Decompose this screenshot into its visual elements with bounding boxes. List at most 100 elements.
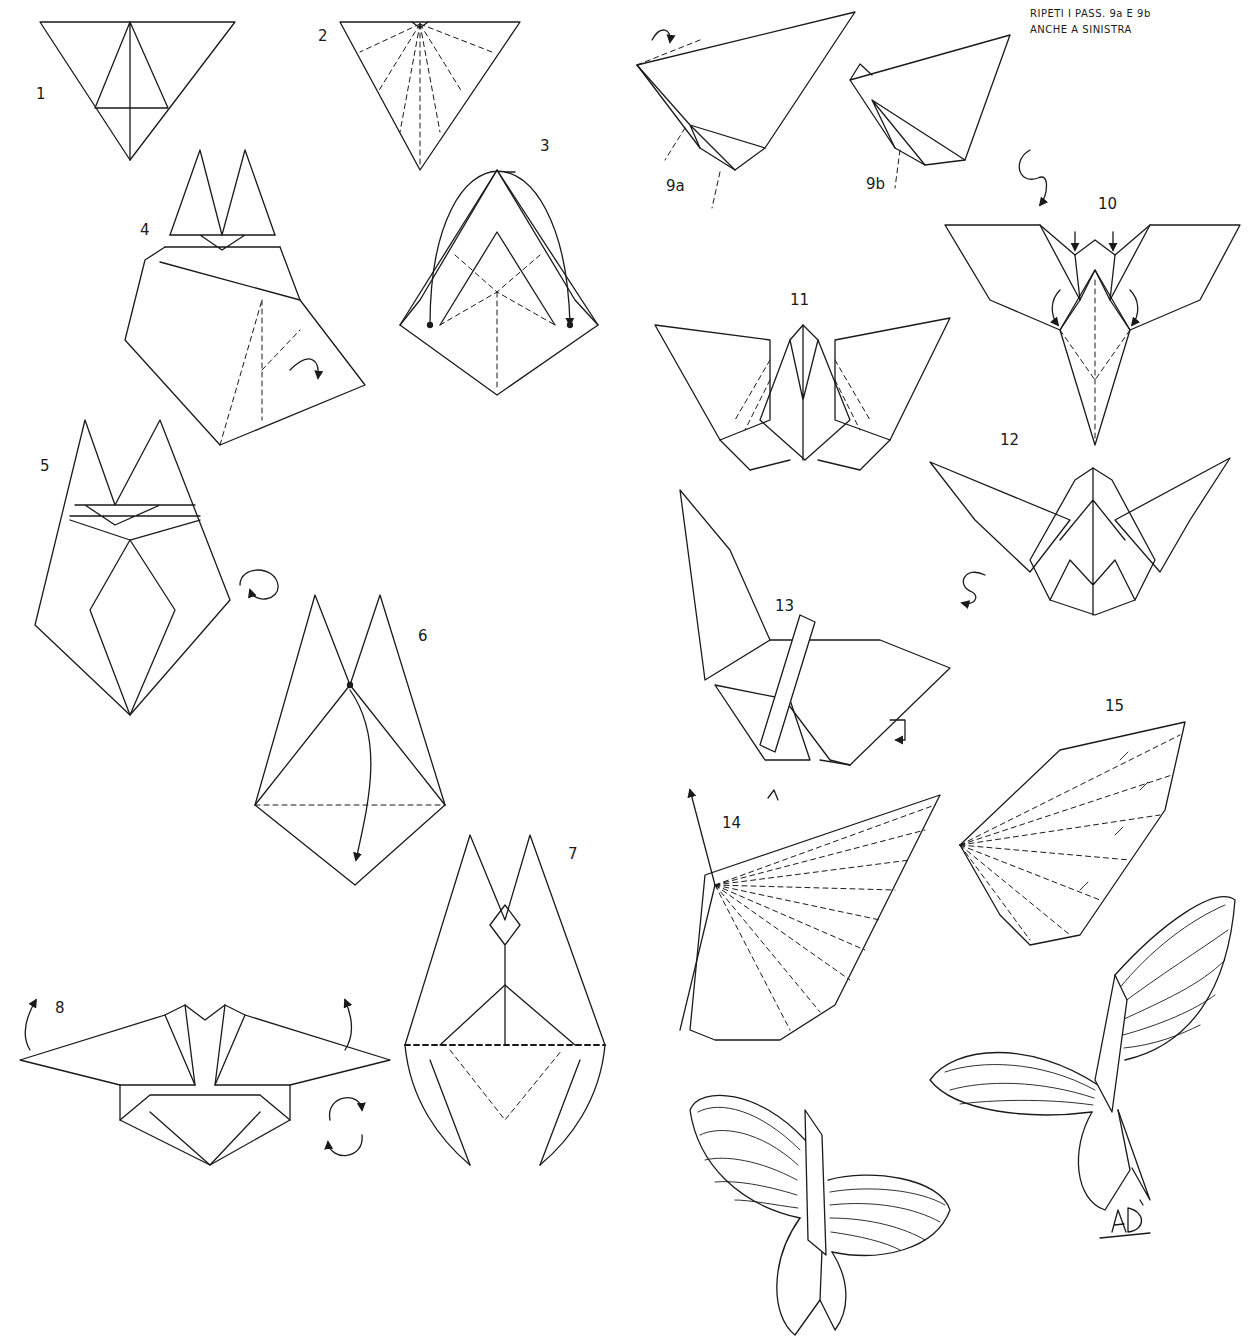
- step-11-figure: [655, 318, 950, 470]
- step-7-figure: [405, 835, 605, 1165]
- step-3-figure-stroke: [505, 171, 515, 172]
- step-7-figure-stroke: [430, 1060, 580, 1165]
- step-12-figure: [930, 458, 1230, 615]
- step-4-figure-stroke: [220, 300, 300, 445]
- finished-butterfly: [690, 1095, 950, 1335]
- step-14-figure-stroke: [690, 795, 940, 1040]
- step-3-figure-stroke: [428, 323, 433, 328]
- step-number: 9b: [866, 176, 885, 193]
- step-14-figure-stroke: [768, 790, 778, 800]
- step-15-figure-stroke: [960, 735, 1180, 940]
- step-11-figure-stroke: [760, 325, 850, 460]
- step-number: 15: [1105, 698, 1124, 715]
- step-number: 7: [568, 846, 578, 863]
- step-10-figure-stroke: [1074, 232, 1075, 250]
- finished-butterfly-stroke: [690, 1095, 805, 1218]
- finished-butterfly-stroke: [698, 1107, 800, 1208]
- signature-stroke: [1128, 1208, 1142, 1232]
- finished-butterfly-stroke: [1118, 905, 1228, 1048]
- finished-butterfly-stroke: [945, 1065, 1095, 1105]
- step-11-figure-stroke: [790, 325, 818, 460]
- step-4-figure-stroke: [160, 262, 300, 300]
- step-9a-figure: [637, 12, 855, 208]
- turn-over-symbol: [962, 572, 985, 603]
- step-12-figure-stroke: [1115, 458, 1230, 572]
- step-11-figure-stroke: [655, 325, 770, 440]
- step-12-figure-stroke: [1050, 468, 1135, 615]
- signature-stroke: [1140, 1200, 1143, 1205]
- step-8-figure-stroke: [20, 1015, 195, 1085]
- rotate-symbol: [330, 1098, 362, 1120]
- finished-butterfly: [930, 897, 1235, 1210]
- step-8-figure-stroke: [185, 1005, 225, 1085]
- step-6-figure-stroke: [255, 595, 445, 885]
- step-2-figure-stroke: [340, 22, 520, 170]
- turn-over-symbol: [240, 570, 278, 599]
- step-9a-figure-stroke: [637, 65, 765, 170]
- step-3-figure-stroke: [400, 170, 598, 325]
- signature: [1100, 1200, 1150, 1238]
- step-number: 1: [36, 86, 46, 103]
- step-10-figure-stroke: [1112, 232, 1113, 250]
- step-10-figure-stroke: [1060, 280, 1130, 440]
- rotate-symbol: [328, 1135, 362, 1156]
- step-14-figure: [680, 790, 940, 1040]
- step-10-figure-stroke: [1130, 290, 1138, 325]
- signature-stroke: [1112, 1210, 1126, 1232]
- finished-butterfly-stroke: [930, 1053, 1098, 1115]
- step-6-figure-stroke: [255, 685, 445, 805]
- step-9b-figure-stroke: [872, 100, 965, 165]
- finished-butterfly-stroke: [1078, 1110, 1130, 1210]
- step-4-figure-stroke: [170, 150, 275, 235]
- step-11-figure-stroke: [735, 360, 870, 430]
- step-7-figure-stroke: [405, 1045, 605, 1165]
- step-8-figure-stroke: [345, 1000, 352, 1050]
- step-4-figure-stroke: [165, 235, 280, 250]
- step-9a-figure-stroke: [637, 12, 855, 170]
- finished-butterfly-stroke: [1118, 1110, 1150, 1200]
- step-9b-figure-stroke: [850, 35, 1010, 165]
- step-9a-figure-stroke: [652, 30, 670, 42]
- step-6-figure: [255, 595, 445, 885]
- step-number: 9a: [666, 178, 685, 195]
- step-8-figure: [20, 1000, 390, 1165]
- step-number: 6: [418, 628, 428, 645]
- step-14-figure-stroke: [715, 805, 935, 1030]
- step-9b-figure-stroke: [850, 64, 872, 80]
- step-3-figure: [400, 170, 598, 395]
- step-8-figure-stroke: [150, 1112, 260, 1165]
- step-7-figure-stroke: [405, 1044, 605, 1046]
- step-6-figure-stroke: [350, 690, 371, 860]
- step-10-figure: [945, 225, 1240, 445]
- step-15-figure: [960, 722, 1185, 945]
- step-8-figure-stroke: [25, 1000, 36, 1050]
- step-13-figure-stroke: [680, 490, 770, 680]
- step-11-figure-stroke: [835, 318, 950, 440]
- step-10-figure-stroke: [945, 225, 1080, 330]
- step-1-figure-stroke: [40, 22, 235, 160]
- step-12-figure-stroke: [930, 462, 1070, 572]
- step-number: 13: [775, 598, 794, 615]
- step-2-figure: [340, 22, 520, 170]
- step-12-figure-stroke: [1030, 468, 1155, 615]
- step-5-figure-stroke: [70, 505, 200, 525]
- step-1-figure-stroke: [95, 22, 168, 160]
- step-4-figure-stroke: [290, 359, 318, 378]
- step-10-figure-stroke: [1040, 225, 1150, 255]
- step-13-figure-stroke: [715, 685, 810, 760]
- finished-butterfly-stroke: [830, 1189, 945, 1250]
- step-10-figure-stroke: [1052, 290, 1060, 325]
- step-number: 4: [140, 222, 150, 239]
- step-14-figure-stroke: [690, 790, 715, 885]
- finished-butterfly-stroke: [820, 1252, 846, 1330]
- step-9b-figure: [850, 35, 1010, 188]
- finished-butterfly-stroke: [1115, 897, 1235, 1060]
- step-10-figure-stroke: [1060, 270, 1130, 445]
- signature-stroke: [1100, 1233, 1150, 1238]
- step-number: 5: [40, 458, 50, 475]
- step-7-figure-stroke: [405, 835, 605, 1045]
- step-13-figure-stroke: [890, 720, 905, 740]
- step-number: 12: [1000, 432, 1019, 449]
